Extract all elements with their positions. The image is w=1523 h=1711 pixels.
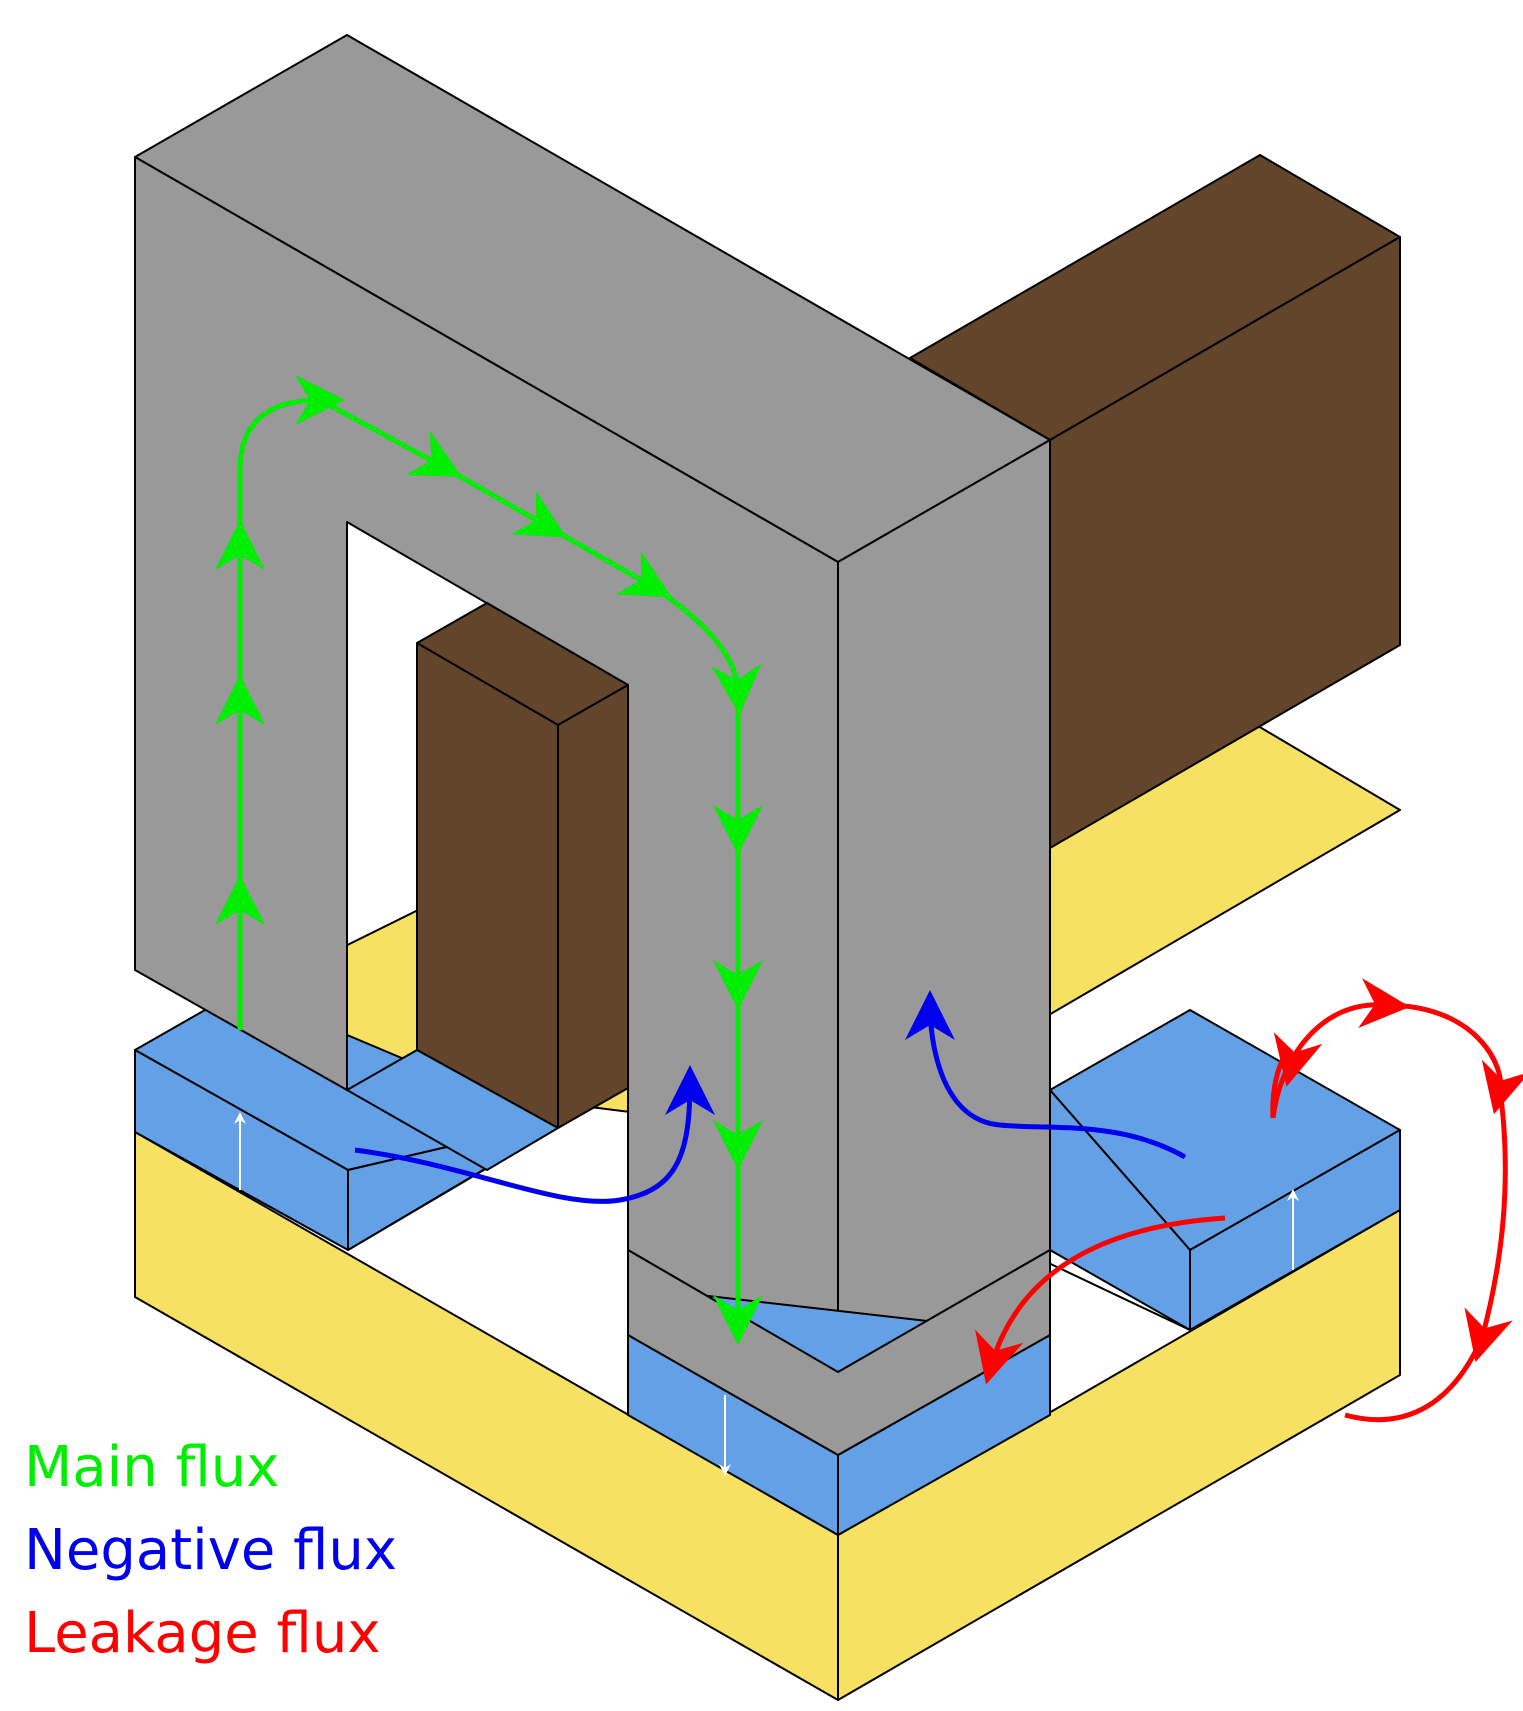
u-slot-floor <box>346 1049 559 1171</box>
leakage-flux-front <box>975 1215 1226 1385</box>
core-right-leg-side <box>837 439 1051 1373</box>
core-leg-bottom <box>627 1249 1051 1456</box>
coil-block-inner <box>346 602 629 1171</box>
iron-core <box>134 34 1051 1373</box>
base-right-face <box>837 1209 1401 1701</box>
coil-inner-front <box>416 642 559 1129</box>
main-flux-segment-top-3 <box>543 522 672 598</box>
leakage-flux-loop-top <box>1270 978 1410 1119</box>
legend-leakage-flux: Leakage flux <box>24 1601 381 1666</box>
leakage-flux-paths <box>975 978 1523 1423</box>
legend-negative-flux: Negative flux <box>24 1518 398 1583</box>
main-flux-segment-top-2 <box>438 462 567 538</box>
main-flux-segment-bend-right <box>648 582 762 715</box>
leakage-flux-loop-down <box>1464 1089 1513 1363</box>
magnet-right <box>1049 1009 1401 1331</box>
legend-main-flux: Main flux <box>24 1435 280 1500</box>
coil-inner-side <box>557 684 629 1129</box>
negative-flux-left <box>354 1065 715 1204</box>
leakage-flux-loop-bottom <box>1344 1336 1485 1423</box>
main-flux-path <box>215 375 763 1345</box>
negative-flux-paths <box>354 990 1187 1204</box>
leakage-flux-loop-right <box>1384 1002 1523 1115</box>
main-flux-segment-bend-left <box>237 375 345 545</box>
negative-flux-right <box>905 990 1187 1160</box>
main-flux-segment-top-1 <box>318 397 462 477</box>
